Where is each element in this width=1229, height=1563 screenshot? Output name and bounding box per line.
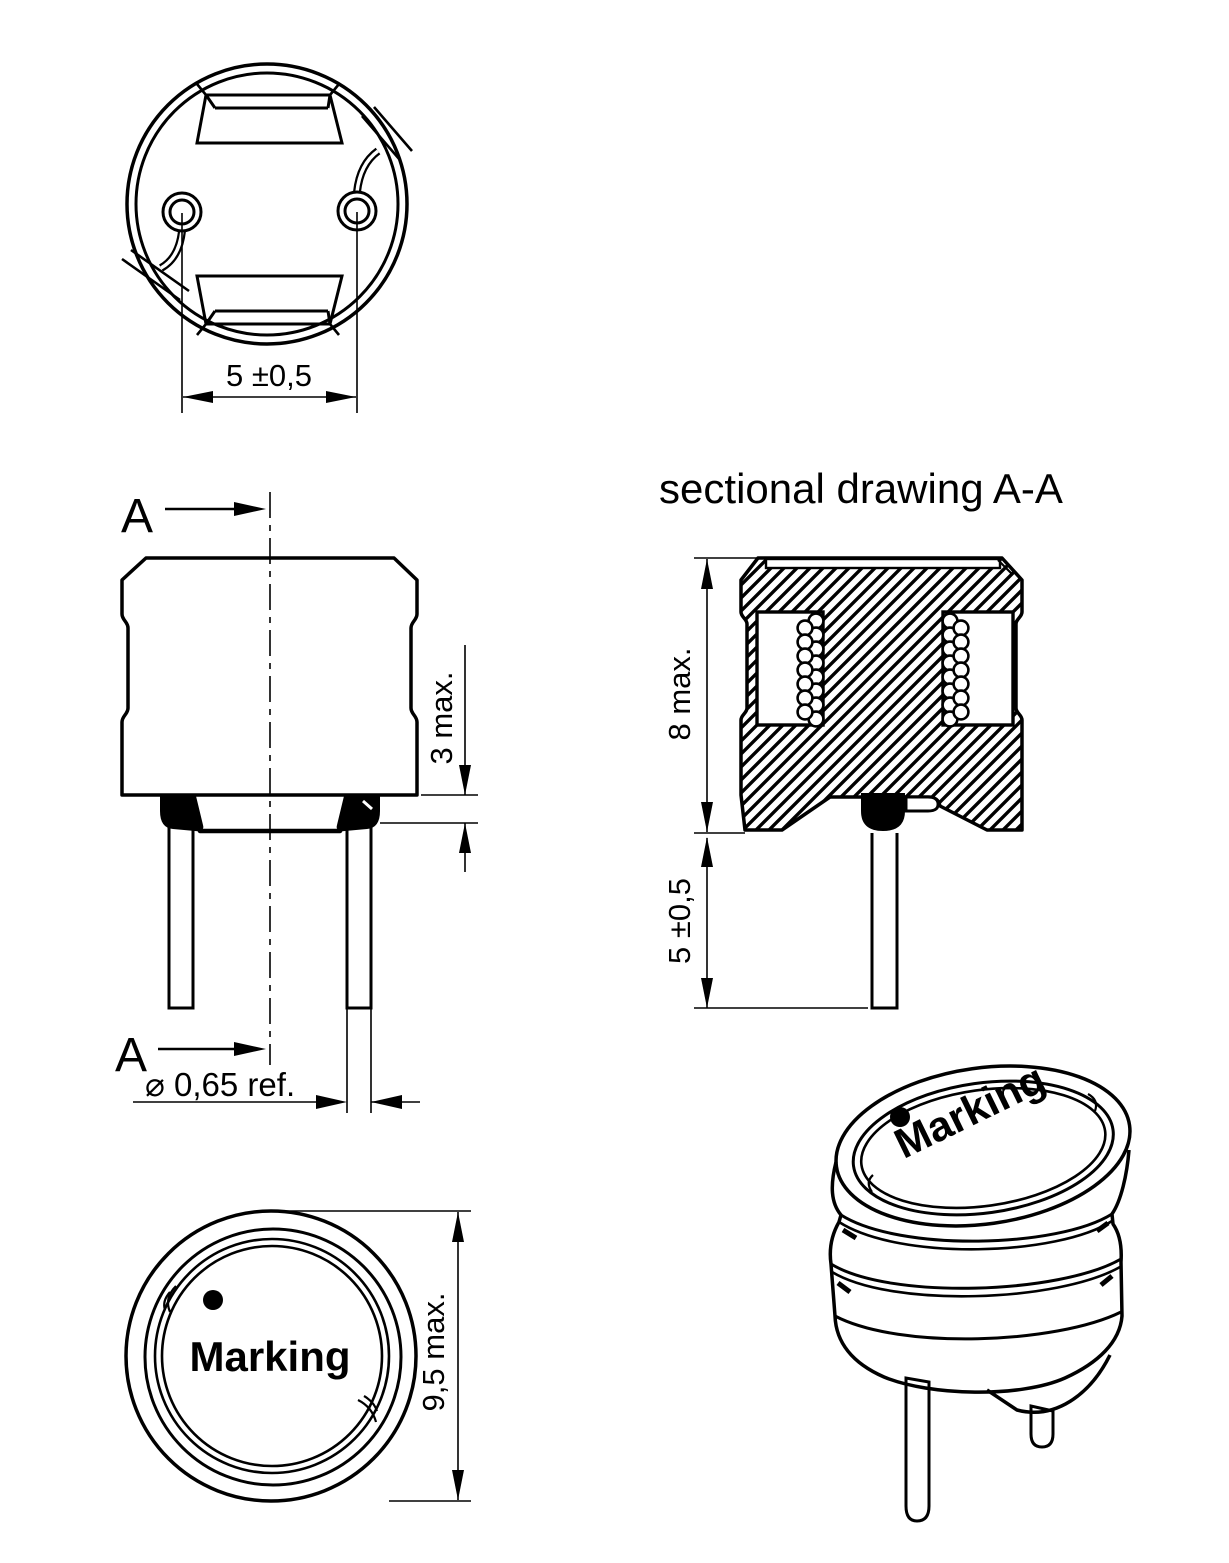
- perspective-polarity-dot: [890, 1107, 910, 1127]
- marking-label: Marking: [189, 1333, 350, 1380]
- section-label-bottom: A: [115, 1029, 147, 1082]
- section-arrow-top: A: [121, 490, 266, 543]
- dim-pin-spacing-label: 5 ±0,5: [226, 358, 312, 393]
- top-view: Marking 9,5 max.: [124, 1209, 471, 1503]
- polarity-dot: [203, 1290, 223, 1310]
- solder-fillet-left: [160, 796, 204, 832]
- section-label-top: A: [121, 490, 153, 543]
- top-view-chamfer-circle: [143, 1227, 403, 1487]
- wire-exit-channel: [904, 795, 940, 813]
- dimension-pin-spacing: 5 ±0,5: [181, 212, 358, 413]
- perspective-groove-upper-2: [838, 1219, 1113, 1251]
- dimension-outer-diameter: 9,5 max.: [262, 1210, 471, 1502]
- core-pocket-bottom: [195, 274, 344, 336]
- coil-turns-left: [796, 612, 825, 728]
- perspective-groove-upper-1: [840, 1212, 1113, 1243]
- sectional-view: sectional drawing A-A 8 max.: [659, 465, 1063, 1010]
- side-view: A A 3 max.: [115, 490, 478, 1113]
- lead-extension-lines: [346, 1008, 372, 1113]
- dimension-body-height: 8 max.: [662, 557, 757, 834]
- perspective-lead-short: [1029, 1404, 1055, 1449]
- perspective-bottom-chamfer: [986, 1354, 1112, 1414]
- dimension-lead-length: 5 ±0,5: [662, 837, 868, 1009]
- body-outline: [120, 556, 419, 797]
- lead-right: [345, 802, 373, 1010]
- perspective-groove-lower-1: [830, 1257, 1122, 1290]
- dim-standoff-label: 3 max.: [424, 671, 459, 764]
- perspective-rim-notch-left: [867, 1174, 874, 1193]
- core-pocket-top: [195, 83, 344, 145]
- top-corner-facet: [997, 559, 1013, 575]
- wire-chamfer-bottom-left: [121, 248, 190, 302]
- top-view-face-circle-outer: [153, 1237, 391, 1475]
- perspective-groove-lower-2: [831, 1265, 1121, 1298]
- solder-fillet-right: [336, 796, 380, 832]
- section-arrow-bottom: A: [115, 1029, 266, 1082]
- outer-rim-circle: [125, 62, 409, 346]
- section-lead: [870, 833, 899, 1010]
- inner-rim-circle: [134, 71, 400, 337]
- section-solder-joint: [861, 793, 905, 831]
- perspective-body-silhouette: [828, 1149, 1131, 1394]
- lead-left: [167, 802, 195, 1010]
- top-view-face-circle-inner: [160, 1244, 384, 1468]
- dimension-lead-diameter: ⌀ 0,65 ref.: [133, 1066, 420, 1109]
- rim-notch-lower-right: [357, 1395, 379, 1423]
- rim-notch-upper-left: [163, 1285, 177, 1313]
- dim-outer-diameter-label: 9,5 max.: [416, 1293, 451, 1412]
- top-plate-strip: [764, 557, 1002, 570]
- sectional-title: sectional drawing A-A: [659, 465, 1063, 512]
- wire-chamfer-top-right: [361, 106, 413, 161]
- perspective-groove-ticks-upper: [841, 1220, 1110, 1241]
- coil-turns-right: [941, 612, 970, 728]
- dim-body-height-label: 8 max.: [662, 647, 697, 740]
- perspective-bottom-flange-edge: [834, 1310, 1122, 1341]
- bottom-view: 5 ±0,5: [121, 62, 413, 413]
- perspective-lead-long: [904, 1376, 931, 1523]
- dim-lead-diameter-label: ⌀ 0,65 ref.: [145, 1066, 295, 1103]
- perspective-groove-ticks-lower: [836, 1274, 1114, 1294]
- perspective-rim-notch-right: [1087, 1093, 1098, 1112]
- dim-lead-length-label: 5 ±0,5: [662, 878, 697, 964]
- dimension-standoff: 3 max.: [380, 645, 478, 872]
